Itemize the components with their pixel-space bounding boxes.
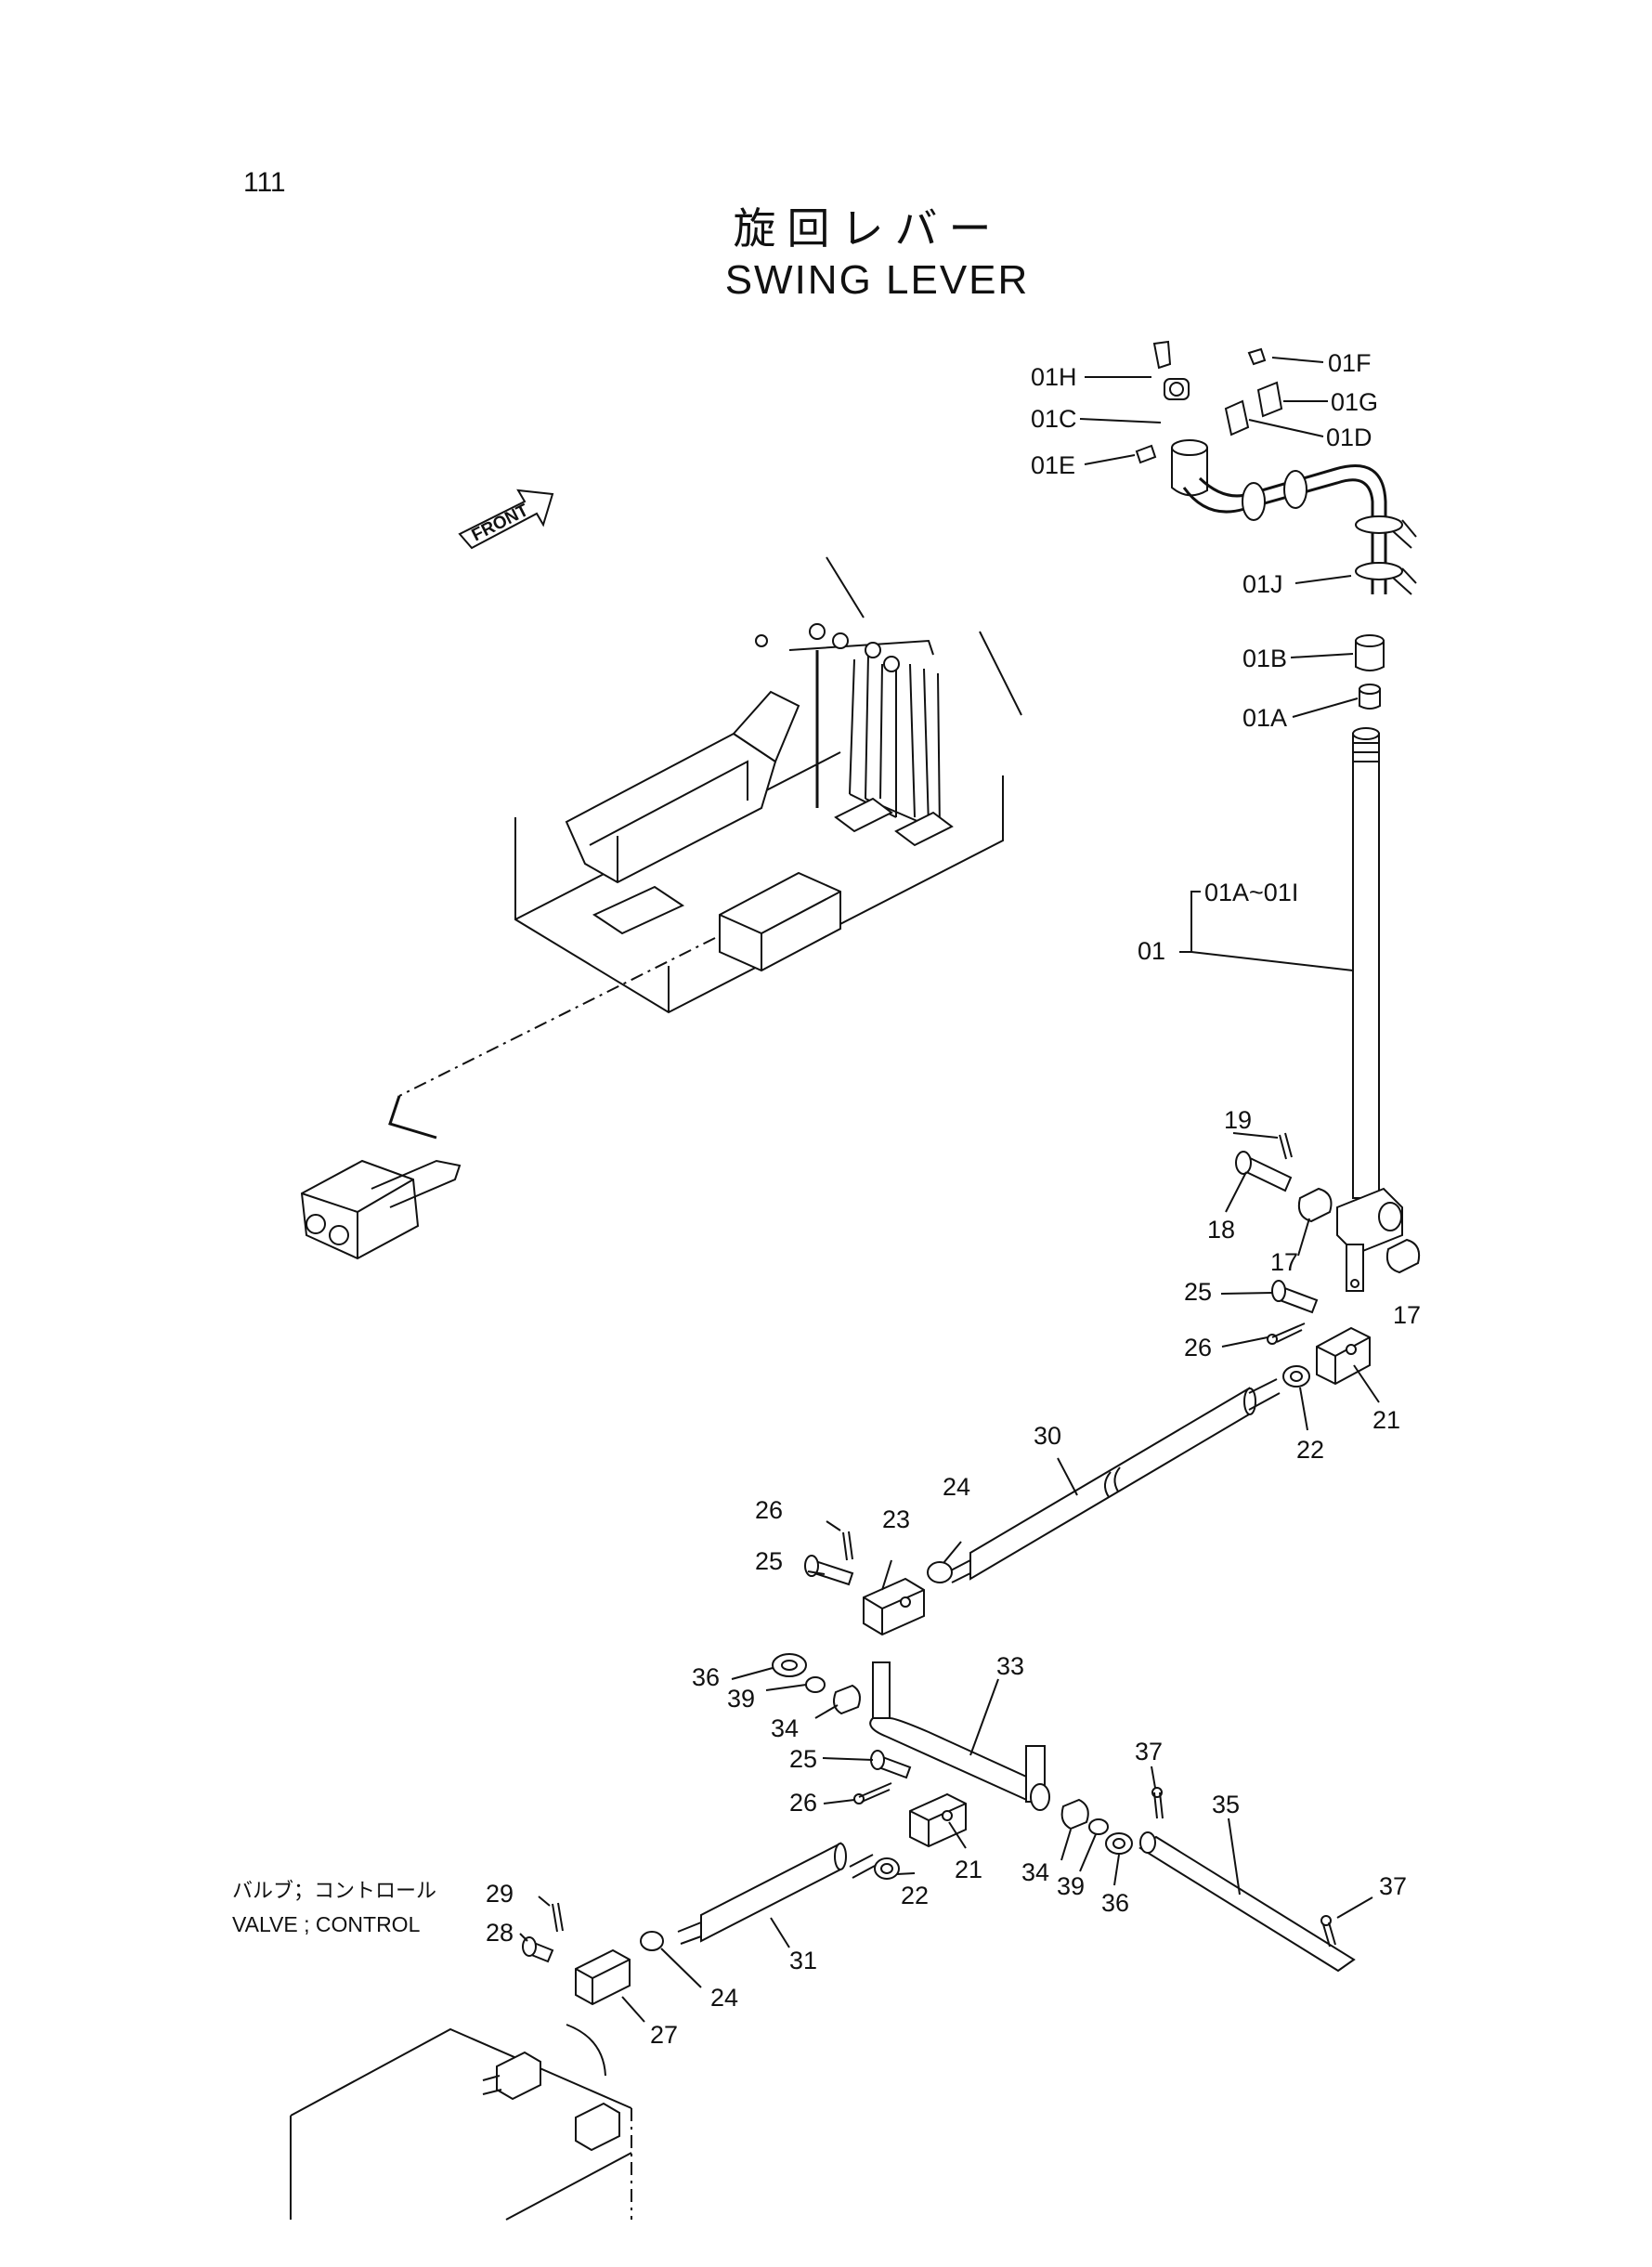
callout-labels: 01H 01F 01G 01C 01D 01E 01J 01B 01A 01A~… [232, 349, 1421, 2049]
part-23-clevis [863, 1577, 925, 1636]
shaft-33-assembly [772, 1653, 1133, 1855]
label-01j: 01J [1242, 570, 1283, 598]
label-37-lower: 37 [1379, 1872, 1407, 1900]
label-01-range: 01A~01I [1204, 879, 1298, 906]
label-18: 18 [1207, 1216, 1235, 1244]
label-19: 19 [1224, 1106, 1252, 1134]
label-01g: 01G [1331, 388, 1378, 416]
label-36-right: 36 [1101, 1889, 1129, 1917]
label-26-lower: 26 [789, 1789, 817, 1817]
part-34-right [1060, 1798, 1089, 1831]
label-24-upper: 24 [943, 1473, 970, 1501]
label-25-upper: 25 [1184, 1278, 1212, 1306]
label-36-left: 36 [692, 1663, 720, 1691]
label-26-upper: 26 [1184, 1334, 1212, 1362]
label-26-middle: 26 [755, 1496, 783, 1524]
label-30: 30 [1034, 1422, 1061, 1450]
label-01b: 01B [1242, 645, 1287, 672]
label-35: 35 [1212, 1791, 1240, 1818]
label-39-left: 39 [727, 1685, 755, 1713]
control-valve [290, 2024, 632, 2221]
valve-label-english: VALVE ; CONTROL [232, 1912, 421, 1936]
shaft-35-assembly [1138, 1787, 1356, 1973]
label-01: 01 [1138, 937, 1165, 965]
part-17-left [1297, 1187, 1333, 1223]
page-number: 111 [243, 167, 286, 198]
label-25-middle: 25 [755, 1547, 783, 1575]
part-31-rod [700, 1842, 841, 1943]
label-31: 31 [789, 1947, 817, 1974]
rod-31-assembly [522, 1842, 900, 2006]
label-25-lower: 25 [789, 1745, 817, 1773]
label-34-right: 34 [1021, 1858, 1049, 1886]
machine-overview [300, 556, 1022, 1260]
front-label: FRONT [469, 501, 532, 546]
label-24-lower: 24 [710, 1984, 738, 2012]
part-01e [1135, 444, 1157, 464]
part-34-left [833, 1684, 861, 1715]
label-01c: 01C [1031, 405, 1077, 433]
part-17-right [1385, 1238, 1421, 1274]
label-39-right: 39 [1057, 1872, 1085, 1900]
label-29: 29 [486, 1880, 514, 1908]
label-34-left: 34 [771, 1714, 799, 1742]
part-01d [1224, 399, 1250, 436]
title-japanese: 旋回レバー [733, 203, 1003, 254]
part-01g [1256, 381, 1283, 418]
label-28: 28 [486, 1919, 514, 1947]
part-24-lower [640, 1931, 664, 1951]
label-23: 23 [882, 1505, 910, 1533]
label-01e: 01E [1031, 451, 1075, 479]
rod-30-assembly [804, 1326, 1371, 1636]
part-39-right [1088, 1818, 1109, 1835]
label-37-upper: 37 [1135, 1738, 1163, 1765]
part-27-clevis [575, 1948, 631, 2006]
label-01f: 01F [1328, 349, 1372, 377]
label-27: 27 [650, 2021, 678, 2049]
part-35-shaft [1138, 1835, 1356, 1973]
title-block: 旋回レバー SWING LEVER [0, 202, 1652, 306]
valve-label-japanese: バルブ；コントロール [232, 1880, 436, 1903]
label-17-left: 17 [1270, 1248, 1298, 1276]
part-30-rod [969, 1387, 1250, 1581]
label-01d: 01D [1326, 423, 1372, 451]
part-21-lower [909, 1792, 967, 1848]
label-21-lower: 21 [955, 1856, 982, 1883]
part-01f [1247, 347, 1267, 366]
label-17-right: 17 [1393, 1301, 1421, 1329]
title-english: SWING LEVER [724, 257, 1030, 303]
label-01a: 01A [1242, 704, 1287, 732]
front-arrow: FRONT [458, 489, 554, 550]
part-01h [1152, 340, 1172, 370]
label-22-lower: 22 [901, 1882, 929, 1909]
leader-lines [519, 357, 1380, 2023]
lever-assembly [1135, 340, 1421, 1345]
part-39-left [805, 1676, 826, 1693]
label-21-upper: 21 [1372, 1406, 1400, 1434]
label-33: 33 [996, 1652, 1024, 1680]
label-22-upper: 22 [1296, 1436, 1324, 1464]
label-01h: 01H [1031, 363, 1077, 391]
part-24-upper [927, 1561, 953, 1583]
